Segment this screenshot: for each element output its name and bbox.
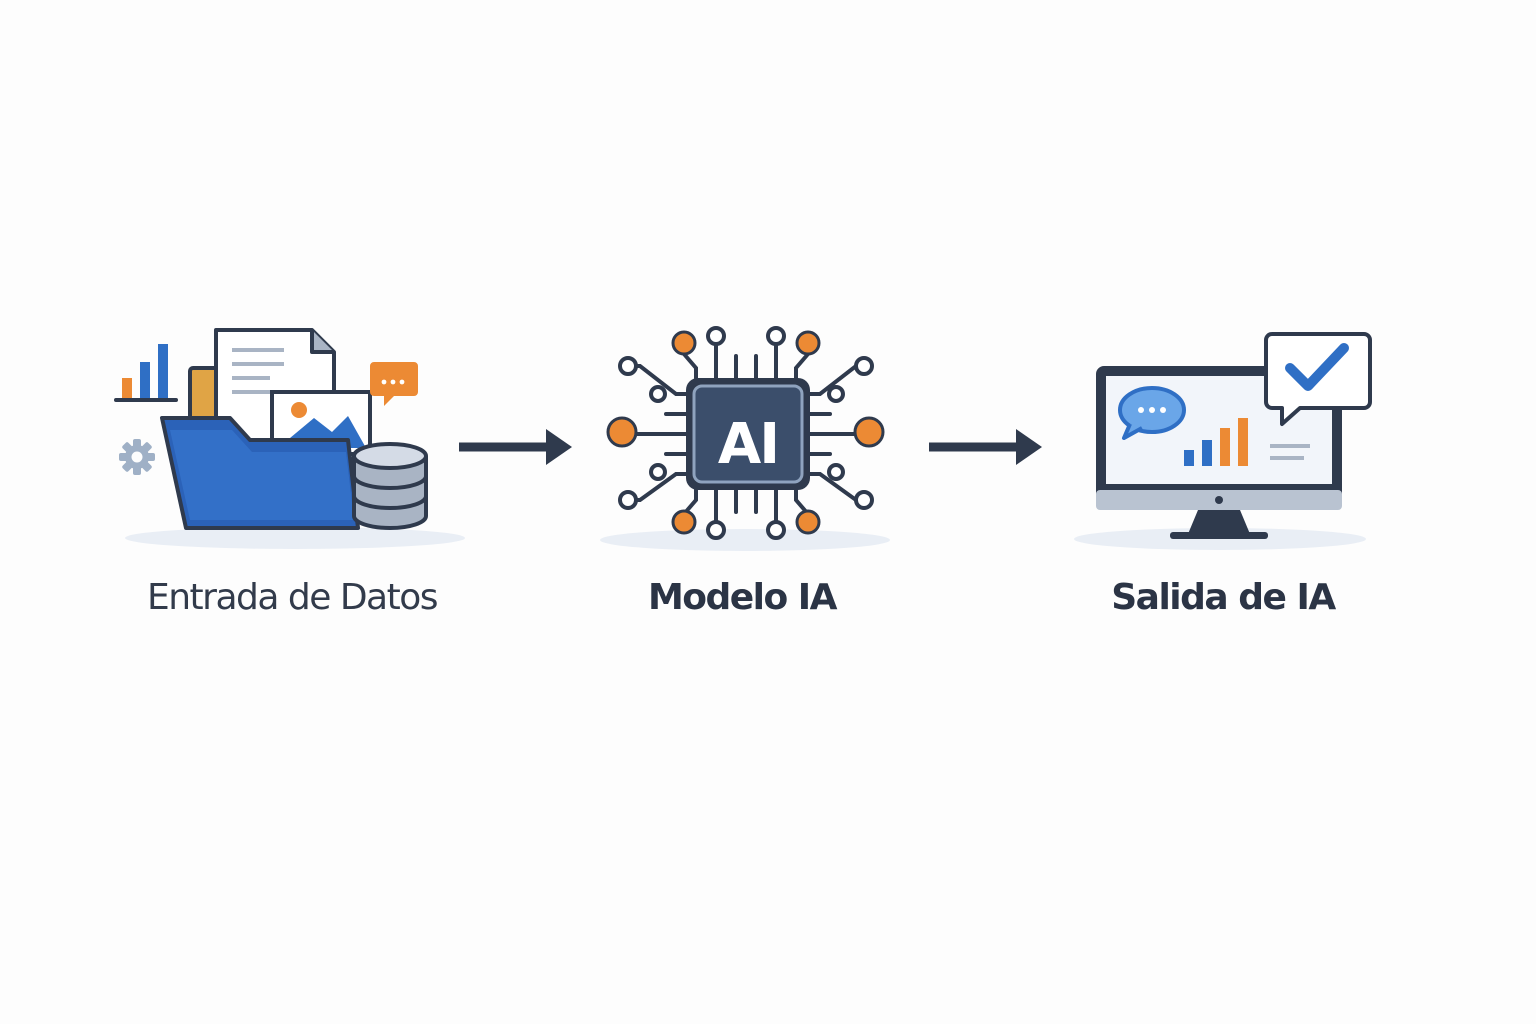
arrow-right-icon (459, 429, 572, 465)
step-label-ai-output: Salida de IA (1111, 577, 1336, 618)
ai-chip-icon: AI (600, 326, 890, 551)
chip-text: AI (718, 412, 778, 477)
screen-chart-icon (1184, 418, 1310, 466)
checkmark-icon (1264, 332, 1372, 426)
gear-icon (119, 439, 155, 475)
bar-chart-icon (114, 344, 178, 402)
step-label-data-input: Entrada de Datos (146, 577, 439, 618)
chat-bubble-icon (370, 362, 418, 406)
monitor-output-icon (1074, 332, 1372, 550)
database-icon (352, 442, 428, 530)
data-input-icon (114, 328, 465, 549)
folder-icon (160, 416, 360, 530)
step-label-ai-model: Modelo IA (647, 577, 838, 618)
speech-bubble-icon (1118, 386, 1186, 440)
arrow-right-icon (929, 429, 1042, 465)
